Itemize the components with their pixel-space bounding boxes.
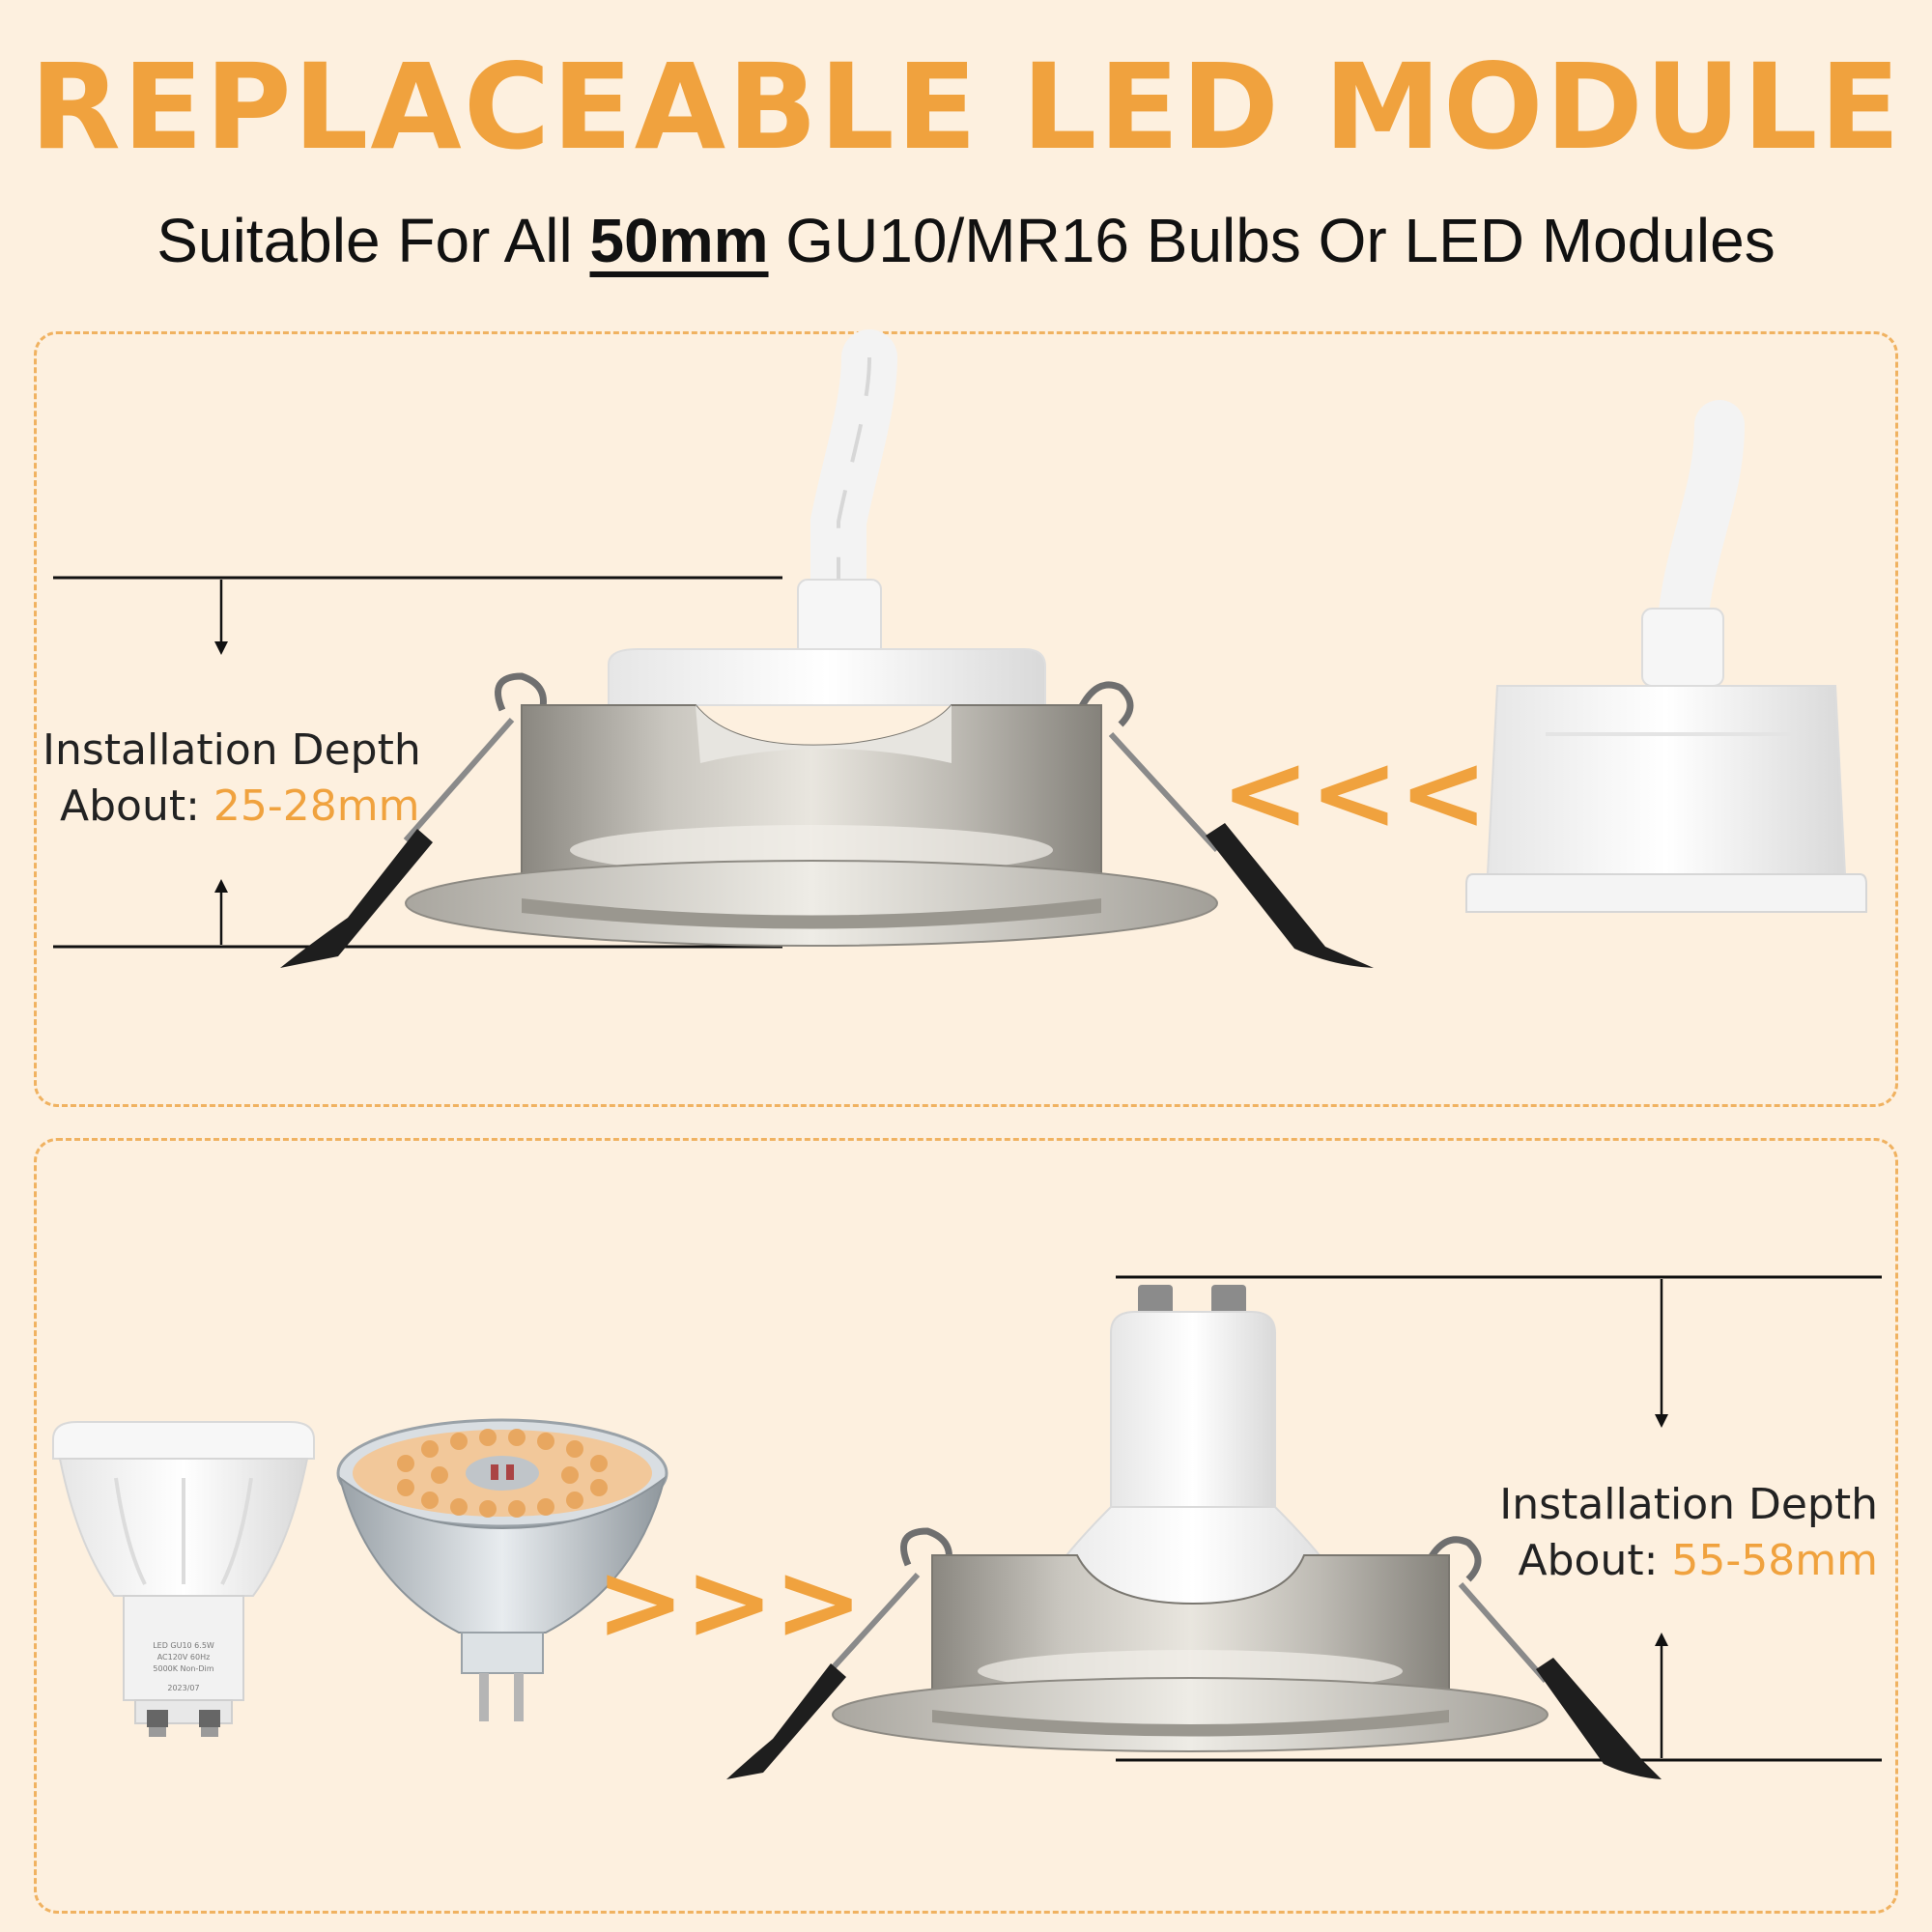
arrows-right: >>>: [596, 1540, 864, 1663]
depth-label-bottom: Installation Depth: [1499, 1480, 1878, 1529]
arrows-left: <<<: [1221, 730, 1489, 854]
bulb-label-line-2: AC120V 60Hz: [157, 1653, 211, 1662]
depth-value-bottom: 55-58mm: [1671, 1536, 1878, 1585]
panel-top: [34, 331, 1898, 1107]
bulb-label-line-3: 5000K Non-Dim: [153, 1664, 213, 1673]
depth-dimension-bottom: [1116, 1275, 1882, 1762]
depth-about-bottom: About: 55-58mm: [1499, 1533, 1878, 1589]
led-module: [1465, 400, 1867, 913]
installation-depth-top: Installation Depth About: 25-28mm: [43, 723, 421, 835]
subtitle-suffix: GU10/MR16 Bulbs Or LED Modules: [768, 206, 1776, 275]
bulb-label-line-1: LED GU10 6.5W: [153, 1641, 214, 1650]
arrows-left-glyphs: <<<: [1221, 730, 1489, 854]
depth-about-top: About: 25-28mm: [43, 779, 421, 835]
downlight-frame-with-gu10: [726, 1285, 1662, 1779]
page-subtitle: Suitable For All 50mm GU10/MR16 Bulbs Or…: [0, 205, 1932, 276]
downlight-frame-with-module: [280, 329, 1374, 968]
bulb-label-line-4: 2023/07: [167, 1684, 199, 1692]
gu10-bulb: LED GU10 6.5W AC120V 60Hz 5000K Non-Dim …: [52, 1421, 315, 1737]
arrows-right-glyphs: >>>: [596, 1540, 864, 1663]
mr16-bulb: [336, 1418, 668, 1721]
about-label-top: About:: [60, 781, 213, 831]
panel-bottom: [34, 1138, 1898, 1914]
depth-label-top: Installation Depth: [43, 725, 421, 775]
subtitle-prefix: Suitable For All: [156, 206, 590, 275]
subtitle-emphasis: 50mm: [589, 206, 769, 275]
depth-dimension-top: [53, 576, 782, 949]
depth-value-top: 25-28mm: [213, 781, 420, 831]
installation-depth-bottom: Installation Depth About: 55-58mm: [1499, 1477, 1878, 1589]
page-title: REPLACEABLE LED MODULE: [29, 39, 1903, 176]
about-label-bottom: About:: [1518, 1536, 1672, 1585]
